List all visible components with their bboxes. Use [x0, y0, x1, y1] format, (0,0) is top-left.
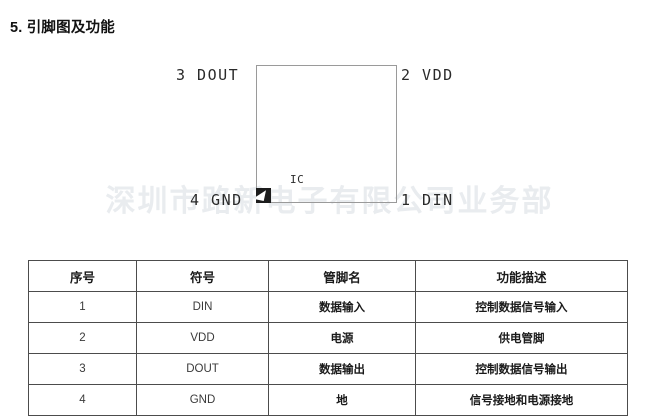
table-row: 3 DOUT 数据输出 控制数据信号输出 [28, 353, 628, 385]
pin-label-dout: 3 DOUT [176, 66, 240, 84]
cell-pinname: 地 [268, 384, 416, 416]
column-header-desc: 功能描述 [415, 260, 628, 292]
pin-label-din: 1 DIN [401, 191, 454, 209]
ic-package-outline [256, 65, 397, 203]
ic-center-label: IC [290, 173, 305, 186]
table-row: 4 GND 地 信号接地和电源接地 [28, 384, 628, 416]
cell-number: 2 [28, 322, 137, 354]
cell-description: 控制数据信号输出 [415, 353, 628, 385]
table-row: 2 VDD 电源 供电管脚 [28, 322, 628, 354]
cell-number: 4 [28, 384, 137, 416]
pin-function-table-container: 序号 符号 管脚名 功能描述 1 DIN 数据输入 控制数据信号输入 2 VDD… [28, 260, 628, 416]
cell-description: 信号接地和电源接地 [415, 384, 628, 416]
pin-diagram: IC 3 DOUT 2 VDD 4 GND 1 DIN [0, 55, 659, 220]
pin1-indicator-icon [256, 188, 271, 203]
table-row: 1 DIN 数据输入 控制数据信号输入 [28, 291, 628, 323]
pin-label-vdd: 2 VDD [401, 66, 454, 84]
cell-pinname: 数据输出 [268, 353, 416, 385]
cell-number: 3 [28, 353, 137, 385]
cell-pinname: 电源 [268, 322, 416, 354]
pin-function-table: 序号 符号 管脚名 功能描述 1 DIN 数据输入 控制数据信号输入 2 VDD… [28, 260, 628, 416]
column-header-symbol: 符号 [136, 260, 269, 292]
cell-symbol: VDD [136, 322, 269, 354]
pin-label-gnd: 4 GND [190, 191, 243, 209]
page-title: 5. 引脚图及功能 [10, 20, 115, 36]
cell-number: 1 [28, 291, 137, 323]
cell-symbol: DOUT [136, 353, 269, 385]
cell-description: 控制数据信号输入 [415, 291, 628, 323]
column-header-pinname: 管脚名 [268, 260, 416, 292]
cell-symbol: DIN [136, 291, 269, 323]
cell-description: 供电管脚 [415, 322, 628, 354]
column-header-number: 序号 [28, 260, 137, 292]
cell-symbol: GND [136, 384, 269, 416]
table-header-row: 序号 符号 管脚名 功能描述 [28, 260, 628, 292]
cell-pinname: 数据输入 [268, 291, 416, 323]
